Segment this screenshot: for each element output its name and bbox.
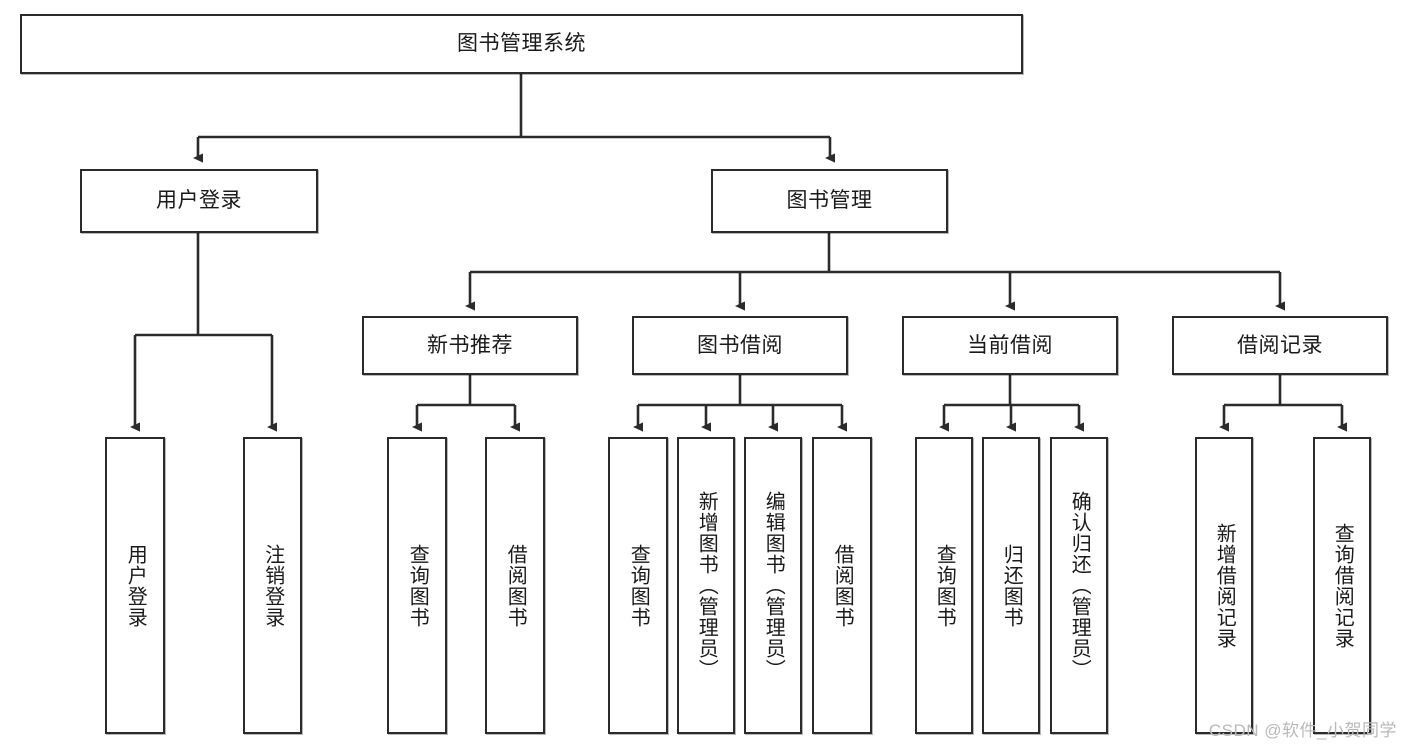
node-book-borrow[interactable]: 图书借阅 — [632, 316, 848, 375]
node-leaf-borrow-book-2-label: 借阅图书 — [831, 543, 854, 628]
node-leaf-user-logout-label: 注销登录 — [261, 543, 284, 628]
watermark: CSDN @软件_小贺同学 — [1208, 721, 1397, 740]
node-leaf-query-book-1[interactable]: 查询图书 — [387, 437, 447, 734]
node-leaf-query-book-3-label: 查询图书 — [933, 543, 956, 628]
node-leaf-return-book-label: 归还图书 — [1000, 543, 1023, 628]
node-user-login-label: 用户登录 — [156, 189, 242, 213]
node-borrow-record[interactable]: 借阅记录 — [1172, 316, 1388, 375]
node-leaf-borrow-book-1-label: 借阅图书 — [504, 543, 527, 628]
node-new-book-rec-label: 新书推荐 — [427, 333, 513, 357]
node-leaf-add-book[interactable]: 新增图书（管理员） — [677, 437, 735, 734]
node-book-borrow-label: 图书借阅 — [697, 333, 783, 357]
node-leaf-return-book[interactable]: 归还图书 — [982, 437, 1040, 734]
node-leaf-user-login[interactable]: 用户登录 — [105, 437, 165, 734]
node-leaf-query-record[interactable]: 查询借阅记录 — [1313, 437, 1371, 734]
node-leaf-query-record-label: 查询借阅记录 — [1331, 522, 1354, 649]
node-leaf-confirm-return[interactable]: 确认归还（管理员） — [1050, 437, 1108, 734]
node-leaf-borrow-book-2[interactable]: 借阅图书 — [812, 437, 872, 734]
node-leaf-query-book-3[interactable]: 查询图书 — [915, 437, 973, 734]
node-leaf-add-book-label: 新增图书（管理员） — [695, 491, 718, 680]
node-current-borrow[interactable]: 当前借阅 — [902, 316, 1118, 375]
node-leaf-edit-book-label: 编辑图书（管理员） — [762, 491, 785, 680]
node-leaf-edit-book[interactable]: 编辑图书（管理员） — [744, 437, 802, 734]
node-root[interactable]: 图书管理系统 — [20, 14, 1023, 74]
node-leaf-user-logout[interactable]: 注销登录 — [243, 437, 302, 734]
node-leaf-confirm-return-label: 确认归还（管理员） — [1068, 491, 1091, 680]
node-book-manage-label: 图书管理 — [786, 189, 873, 213]
node-leaf-add-record[interactable]: 新增借阅记录 — [1195, 437, 1253, 734]
node-leaf-query-book-2-label: 查询图书 — [627, 543, 650, 628]
node-leaf-user-login-label: 用户登录 — [124, 543, 147, 628]
node-book-manage[interactable]: 图书管理 — [711, 169, 948, 233]
node-current-borrow-label: 当前借阅 — [967, 333, 1053, 357]
node-leaf-query-book-1-label: 查询图书 — [406, 543, 429, 628]
node-root-label: 图书管理系统 — [457, 32, 586, 56]
node-borrow-record-label: 借阅记录 — [1237, 333, 1323, 357]
node-leaf-add-record-label: 新增借阅记录 — [1213, 522, 1236, 649]
node-leaf-borrow-book-1[interactable]: 借阅图书 — [485, 437, 545, 734]
node-leaf-query-book-2[interactable]: 查询图书 — [608, 437, 668, 734]
node-user-login[interactable]: 用户登录 — [80, 169, 318, 233]
node-new-book-rec[interactable]: 新书推荐 — [362, 316, 578, 375]
